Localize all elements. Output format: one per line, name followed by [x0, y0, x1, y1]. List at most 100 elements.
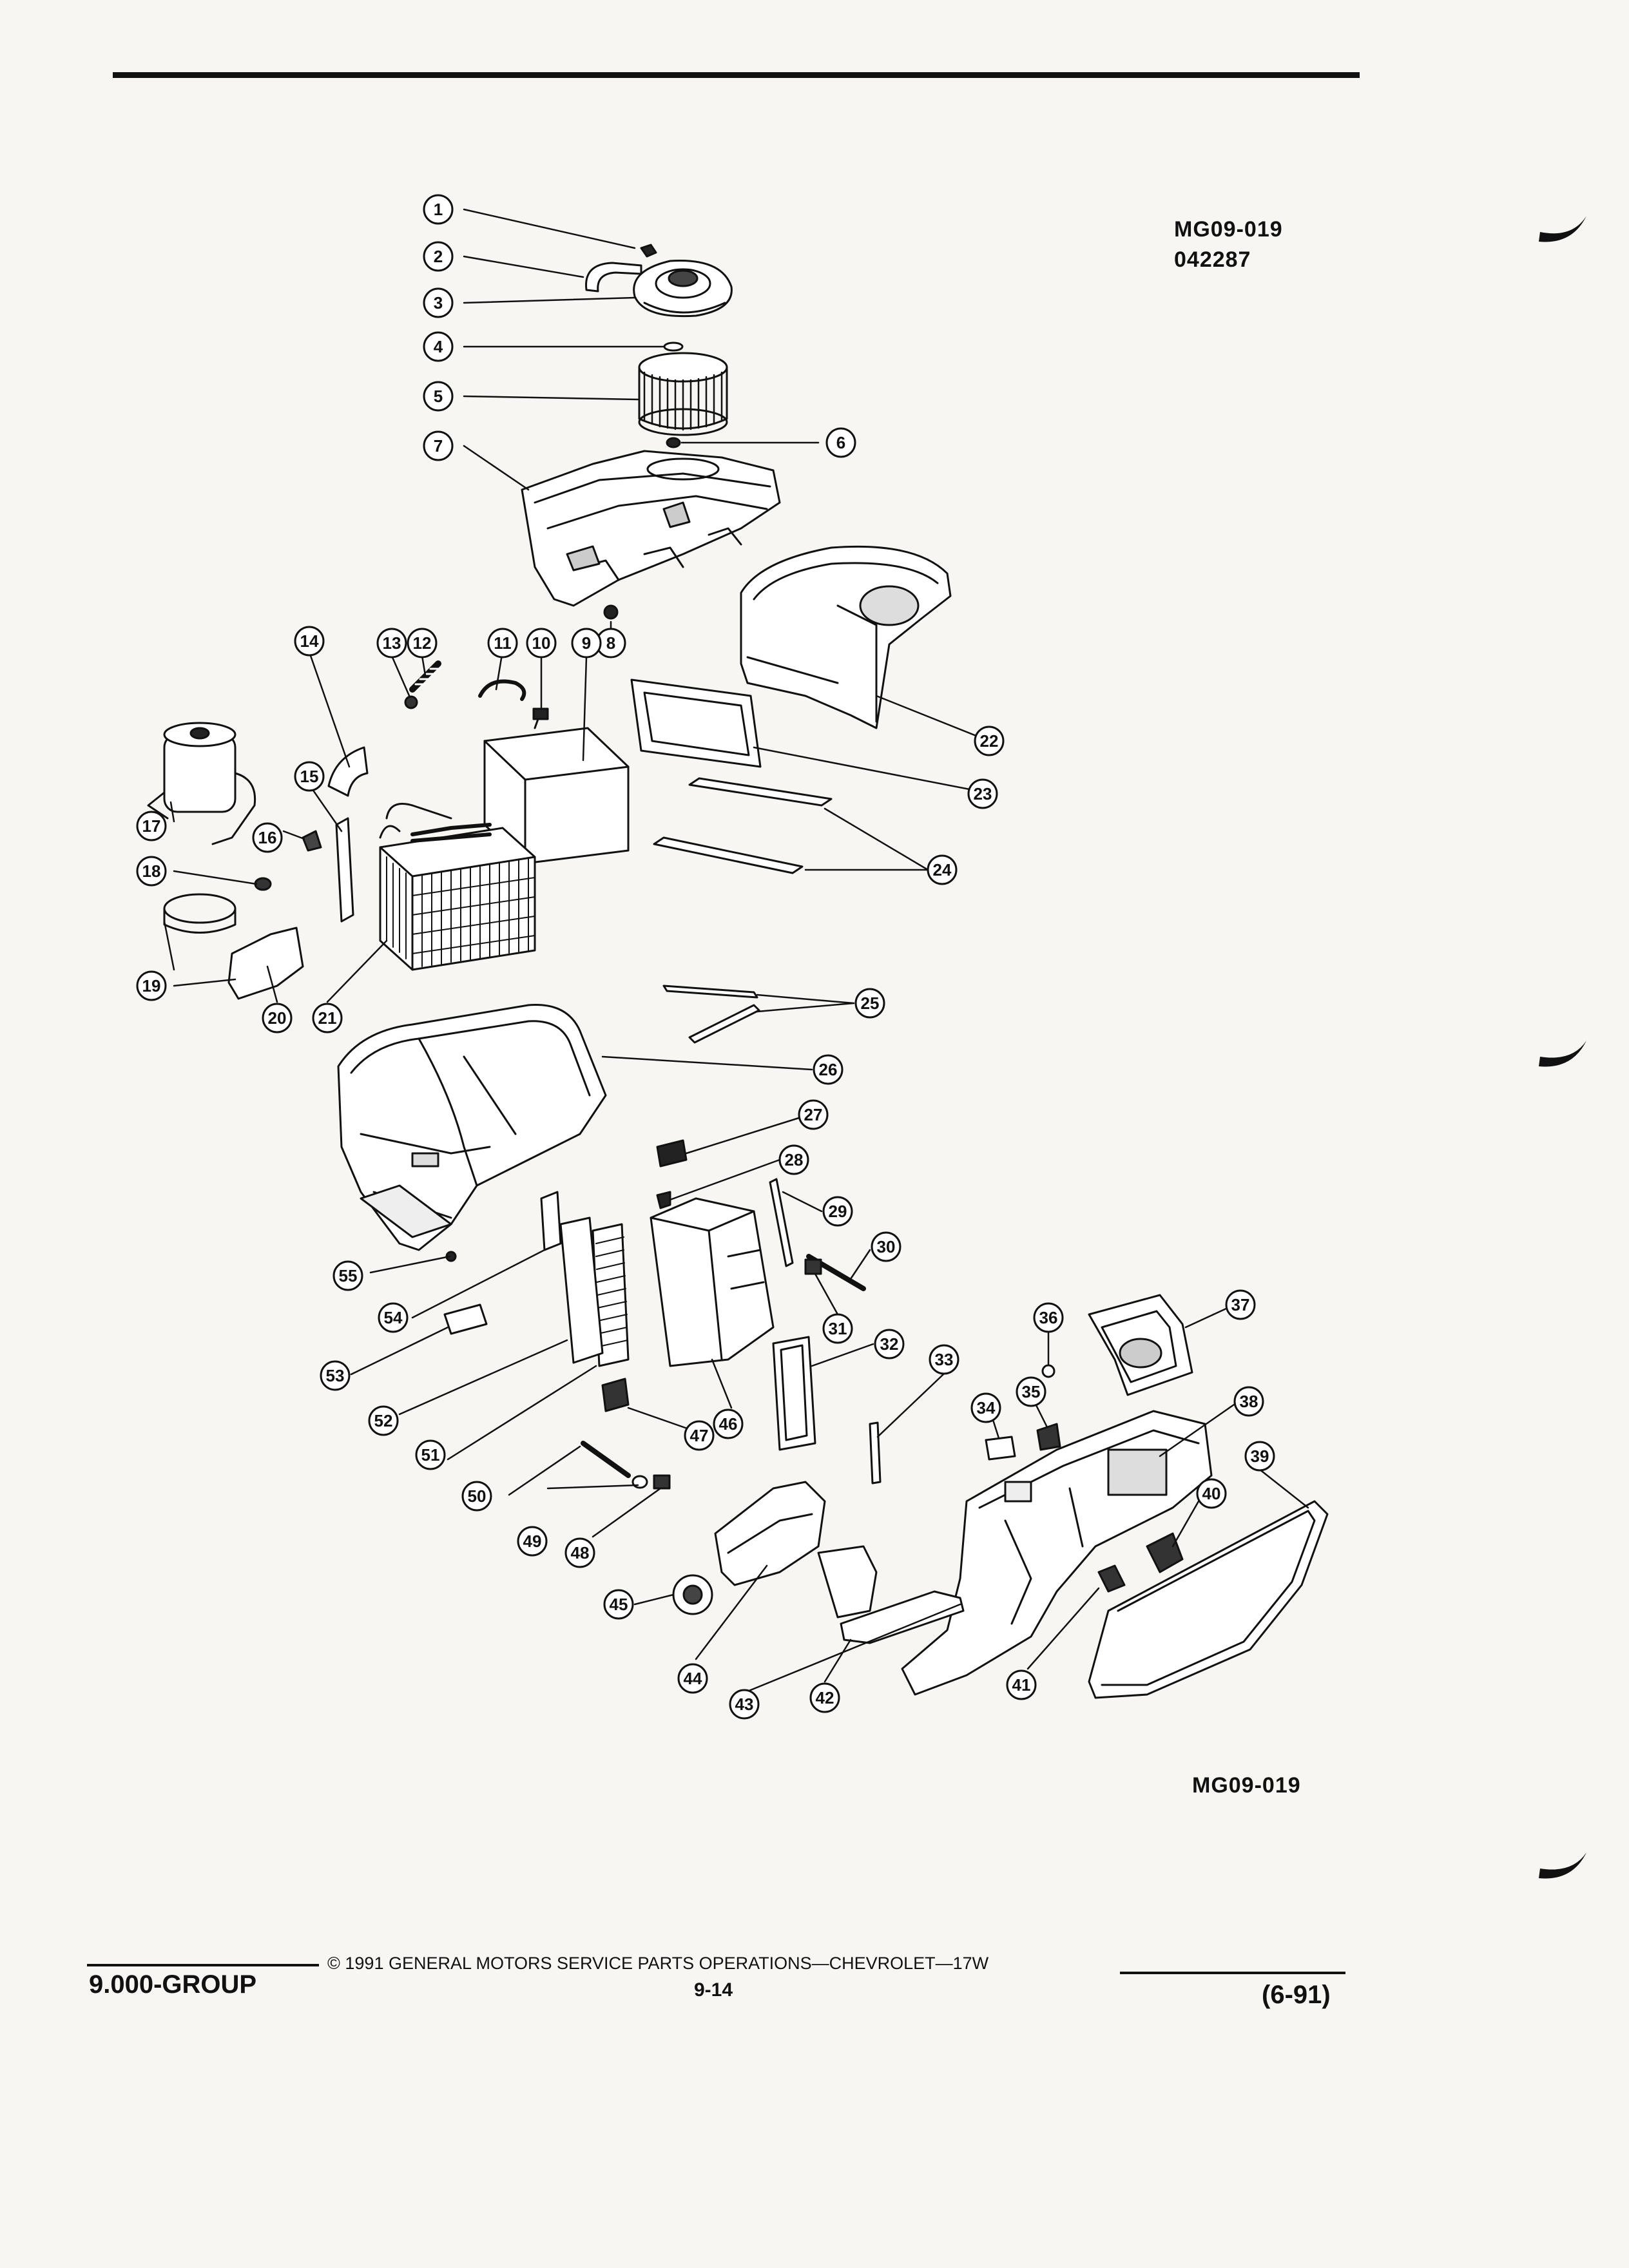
- callout-circle: [252, 822, 283, 853]
- footer-revision: (6-91): [1262, 1981, 1331, 2009]
- callout-circle: [677, 1663, 708, 1694]
- part-2-vent-tube: [585, 262, 642, 293]
- part-17-accumulator: [147, 722, 256, 845]
- part-40-actuator: [1146, 1532, 1184, 1573]
- callout-number: 24: [933, 860, 952, 879]
- part-24-seal-upper: [688, 777, 833, 807]
- top-rule: [113, 72, 1360, 78]
- callout-circle: [136, 811, 167, 841]
- part-37-valve-door: [1088, 1294, 1193, 1396]
- part-8-clip: [603, 604, 619, 620]
- callout-circle: [294, 626, 325, 657]
- callout-number: 17: [142, 816, 161, 836]
- callout-circle: [333, 1260, 363, 1291]
- part-5-blower-wheel: [638, 352, 728, 436]
- callout-number: 18: [142, 861, 161, 881]
- part-53-door: [443, 1303, 488, 1335]
- footer-copyright: © 1991 GENERAL MOTORS SERVICE PARTS OPER…: [327, 1954, 989, 1973]
- callout-circle: [320, 1360, 351, 1391]
- part-21-evaporator-core: [379, 803, 536, 971]
- callout-number: 13: [383, 633, 401, 653]
- callout-number: 37: [1231, 1295, 1250, 1314]
- part-25-seal-upper: [662, 985, 758, 999]
- callout-35: 35: [1016, 1376, 1046, 1407]
- callout-20: 20: [262, 1003, 293, 1033]
- part-6-nut: [666, 437, 681, 448]
- callout-number: 27: [804, 1105, 823, 1124]
- callout-circle: [1233, 1386, 1264, 1417]
- callout-46: 46: [713, 1408, 744, 1439]
- callout-circle: [423, 430, 454, 461]
- callout-13: 13: [376, 628, 407, 658]
- part-28-screw: [656, 1191, 671, 1209]
- part-10-screw: [532, 707, 549, 729]
- callout-number: 52: [374, 1411, 393, 1430]
- part-16-clamp: [302, 830, 322, 852]
- part-18-cap: [254, 877, 272, 891]
- callout-number: 35: [1022, 1382, 1041, 1401]
- figure-caption-code: MG09-019: [1192, 1773, 1301, 1798]
- callout-circle: [967, 778, 998, 809]
- callout-55: 55: [333, 1260, 363, 1291]
- callout-number: 12: [413, 633, 432, 653]
- part-7-upper-blower-case: [521, 450, 781, 607]
- part-24-seal-lower: [653, 836, 804, 874]
- part-12-spring: [409, 660, 441, 693]
- footer-group: 9.000-GROUP: [89, 1970, 257, 1999]
- callout-circle: [813, 1054, 843, 1085]
- part-39-cover-panel: [1088, 1500, 1329, 1699]
- callout-16: 16: [252, 822, 283, 853]
- callout-number: 44: [684, 1669, 702, 1688]
- callout-circle: [778, 1144, 809, 1175]
- callout-7: 7: [423, 430, 454, 461]
- callout-17: 17: [136, 811, 167, 841]
- callout-number: 42: [816, 1688, 834, 1707]
- callout-1: 1: [423, 194, 454, 225]
- callout-49: 49: [517, 1526, 548, 1557]
- callout-14: 14: [294, 626, 325, 657]
- part-20-bracket: [227, 927, 304, 1000]
- part-41-link: [1097, 1564, 1126, 1593]
- callout-circle: [874, 1329, 905, 1360]
- callout-number: 22: [980, 731, 999, 751]
- callout-50: 50: [461, 1481, 492, 1512]
- callout-52: 52: [368, 1405, 399, 1436]
- callout-26: 26: [813, 1054, 843, 1085]
- callout-number: 43: [735, 1695, 754, 1714]
- callout-circle: [407, 628, 438, 658]
- footer-page-number: 9-14: [694, 1979, 733, 2001]
- callout-circle: [713, 1408, 744, 1439]
- callout-number: 41: [1012, 1675, 1031, 1695]
- part-14-seal: [327, 746, 369, 797]
- part-35-cam: [1036, 1423, 1061, 1451]
- callout-number: 1: [434, 200, 443, 219]
- callout-number: 51: [421, 1445, 440, 1465]
- callout-number: 4: [434, 337, 443, 356]
- callout-number: 38: [1240, 1392, 1258, 1411]
- callout-circle: [729, 1689, 760, 1720]
- callout-number: 30: [877, 1237, 896, 1256]
- callout-27: 27: [798, 1099, 829, 1130]
- callout-number: 5: [434, 387, 443, 406]
- callout-number: 2: [434, 247, 443, 266]
- callout-circle: [684, 1420, 715, 1451]
- callout-circle: [809, 1682, 840, 1713]
- callout-36: 36: [1033, 1302, 1064, 1333]
- callout-number: 29: [829, 1202, 847, 1221]
- drawing-date: 042287: [1174, 247, 1251, 272]
- callout-51: 51: [415, 1439, 446, 1470]
- callout-4: 4: [423, 331, 454, 362]
- callout-circle: [312, 1003, 343, 1033]
- callout-circle: [423, 381, 454, 412]
- callout-12: 12: [407, 628, 438, 658]
- callout-32: 32: [874, 1329, 905, 1360]
- callout-28: 28: [778, 1144, 809, 1175]
- callout-25: 25: [854, 988, 885, 1019]
- callout-circle: [423, 287, 454, 318]
- callout-number: 26: [819, 1060, 838, 1079]
- callout-circle: [974, 726, 1005, 756]
- callout-number: 7: [434, 436, 443, 456]
- callout-30: 30: [871, 1231, 901, 1262]
